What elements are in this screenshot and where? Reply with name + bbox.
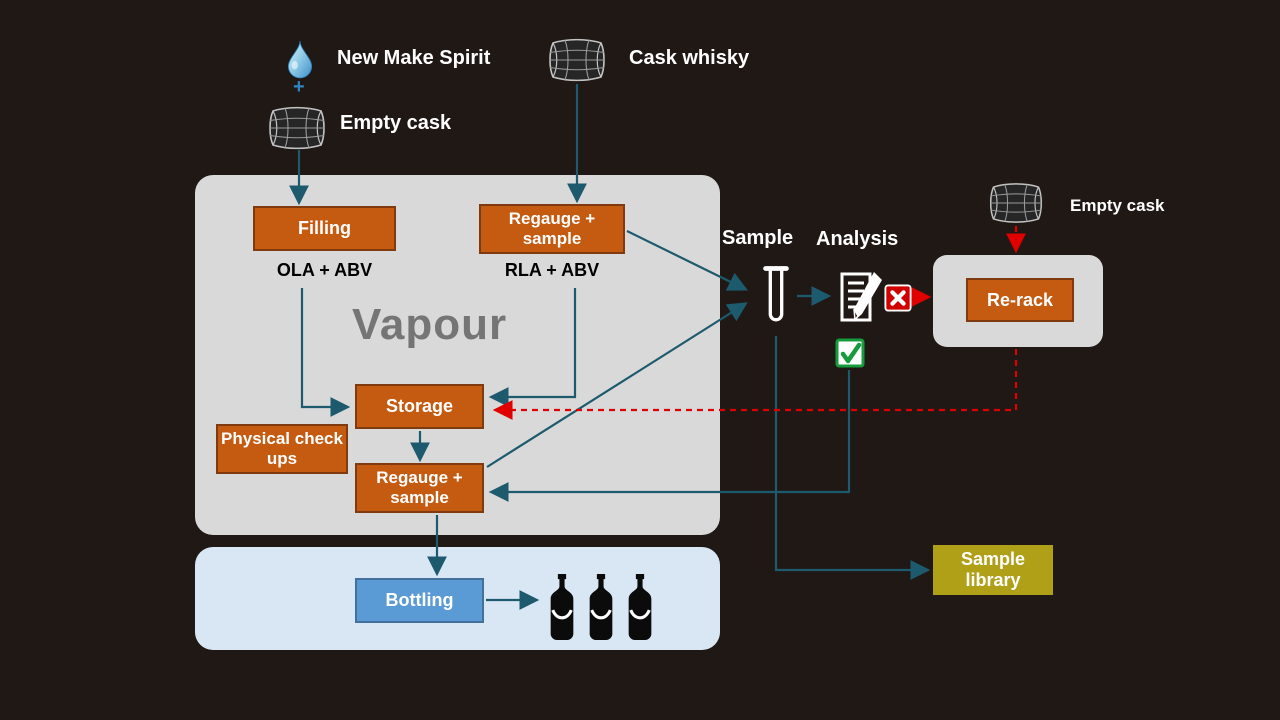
arrow-regauge-to-storage <box>488 288 577 407</box>
bottle-icon <box>545 573 579 641</box>
rla-abv-label: RLA + ABV <box>504 260 600 280</box>
arrow-sample-to-library <box>774 336 931 580</box>
arrow-filling-to-storage <box>300 288 351 417</box>
analysis-document-icon <box>840 272 882 323</box>
storage-box: Storage <box>355 384 484 429</box>
empty-cask-right-barrel-icon <box>986 182 1046 224</box>
ola-abv-label: OLA + ABV <box>276 260 373 280</box>
new-make-spirit-label: New Make Spirit <box>337 47 491 69</box>
sample-library-box: Sample library <box>933 545 1053 595</box>
empty-cask-right-label: Empty cask <box>1070 196 1165 215</box>
bottling-box: Bottling <box>355 578 484 623</box>
fail-x-icon <box>884 284 912 312</box>
arrow-regaugetop-to-sample <box>626 230 748 291</box>
test-tube-icon <box>763 266 789 322</box>
arrow-pass-to-regauge2 <box>488 370 851 502</box>
regauge-sample-top-box: Regauge + sample <box>479 204 625 254</box>
cask-whisky-barrel-icon <box>545 38 609 82</box>
water-drop-icon <box>287 41 313 79</box>
arrow-regauge2-to-sample <box>486 302 748 468</box>
bottle-icon <box>584 573 618 641</box>
sample-label: Sample <box>722 227 794 249</box>
cask-whisky-label: Cask whisky <box>629 47 750 69</box>
pass-check-icon <box>835 338 865 368</box>
arrow-rerack-to-storage <box>492 349 1018 420</box>
rerack-box: Re-rack <box>966 278 1074 322</box>
physical-checkups-box: Physical check ups <box>216 424 348 474</box>
regauge-sample-bottom-box: Regauge + sample <box>355 463 484 513</box>
empty-cask-barrel-icon <box>265 106 329 150</box>
bottles-group <box>545 573 657 641</box>
analysis-label: Analysis <box>816 228 899 250</box>
vapour-watermark: Vapour <box>352 300 508 349</box>
plus-sign: + <box>293 76 305 98</box>
bottle-icon <box>623 573 657 641</box>
empty-cask-label: Empty cask <box>340 112 452 134</box>
filling-box: Filling <box>253 206 396 251</box>
